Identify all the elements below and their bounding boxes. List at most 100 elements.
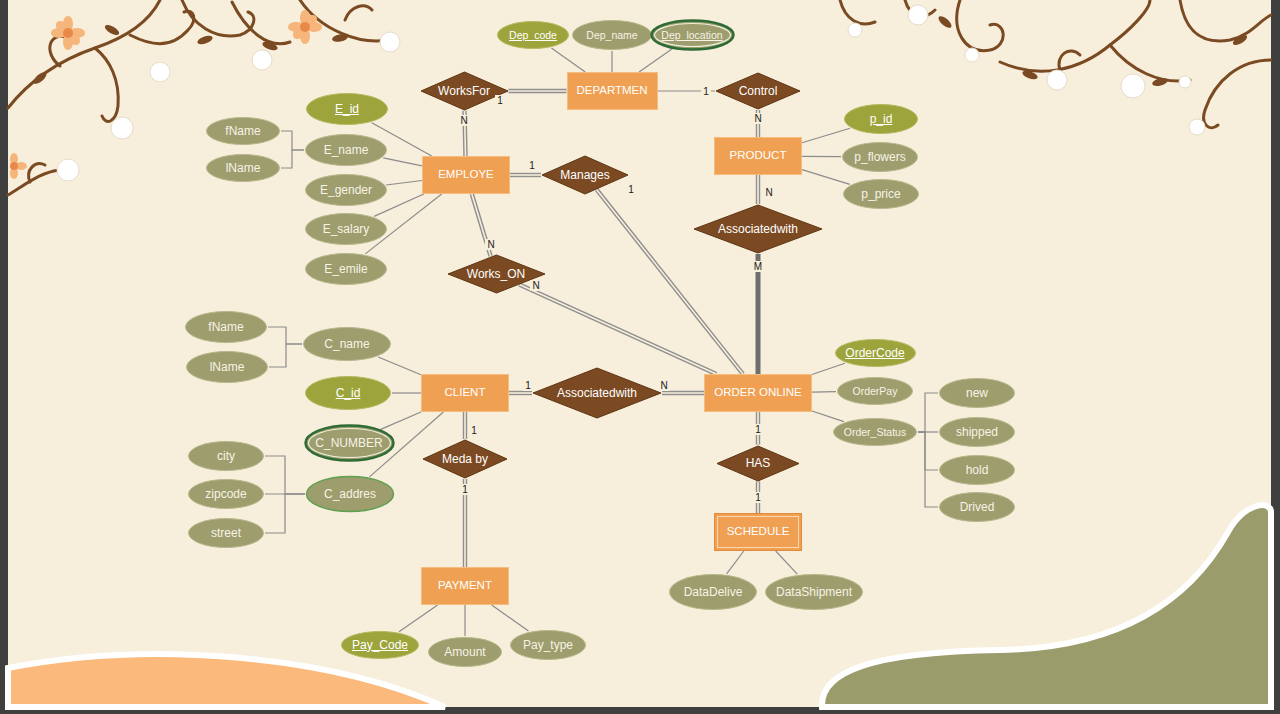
node-label: E_gender — [320, 183, 372, 197]
ellipse-outline — [306, 377, 391, 410]
attribute-ellipse: Drived — [938, 491, 1016, 523]
cardinality-label: N — [752, 113, 763, 124]
connector-line — [281, 150, 304, 168]
attribute-ellipse: DataDelive — [668, 573, 758, 611]
node-label: C_NUMBER — [315, 436, 382, 450]
ellipse-outline — [511, 631, 586, 660]
ellipse-outline — [835, 340, 915, 367]
ellipse-outline — [189, 442, 264, 471]
connector — [812, 391, 836, 392]
node-label: SCHEDULE — [727, 525, 790, 539]
connector — [492, 605, 529, 631]
cardinality-label: N — [485, 239, 496, 250]
node-label: E_salary — [323, 222, 370, 236]
connector — [269, 344, 302, 367]
diamond-outline — [716, 73, 800, 109]
cardinality-label: M — [752, 261, 764, 272]
node-label: shipped — [956, 425, 998, 439]
connector — [727, 551, 744, 574]
ellipse-outline — [844, 180, 919, 209]
connector-line — [727, 551, 744, 574]
key-attribute-ellipse: E_id — [305, 92, 389, 126]
ellipse-outline — [306, 175, 387, 206]
multivalued-attribute-ellipse: Dep_location — [650, 19, 735, 51]
attribute-ellipse: city — [187, 440, 265, 472]
node-label: street — [211, 526, 241, 540]
cardinality-label: 1 — [523, 380, 533, 391]
flower — [51, 16, 85, 50]
connector-line — [519, 285, 716, 374]
connector-line — [399, 605, 438, 632]
ellipse-inner-outline — [654, 24, 730, 47]
attribute-ellipse: new — [938, 377, 1016, 409]
connector — [812, 363, 845, 374]
ellipse-outline — [834, 419, 917, 446]
node-label: Works_ON — [467, 267, 525, 281]
key-attribute-ellipse: Dep_code — [496, 20, 570, 50]
node-label: Order_Status — [844, 426, 906, 439]
connector — [802, 156, 841, 157]
attribute-ellipse: Pay_type — [509, 629, 587, 661]
connector — [465, 412, 466, 439]
node-label: Meda by — [442, 452, 488, 466]
node-label: C_name — [324, 337, 369, 351]
cardinality-label: 1 — [701, 86, 711, 97]
ellipse-outline — [207, 118, 280, 145]
ellipse-outline — [304, 328, 391, 361]
connector-line — [492, 605, 529, 631]
key-attribute-ellipse: p_id — [843, 103, 919, 135]
node-label: DataDelive — [684, 585, 743, 599]
attribute-ellipse: fName — [184, 310, 268, 344]
connector-line — [509, 391, 532, 395]
attribute-ellipse: lName — [185, 350, 269, 384]
box-inner-outline — [718, 517, 799, 548]
node-label: Drived — [960, 500, 995, 514]
connector-line — [265, 456, 305, 494]
node-label: Associatedwith — [557, 386, 637, 400]
ellipse-outline — [670, 575, 757, 610]
cardinality-label: 1 — [753, 492, 763, 503]
ellipse-outline — [306, 214, 387, 245]
entity-box: CLIENT — [421, 374, 509, 412]
connector-line — [662, 391, 704, 395]
connector-line — [383, 158, 422, 166]
ellipse-outline — [940, 493, 1015, 522]
connector — [281, 150, 304, 168]
connector-line — [269, 344, 302, 367]
box-outline — [567, 73, 657, 110]
connector — [399, 605, 438, 632]
attribute-ellipse: lName — [205, 153, 281, 183]
node-label: Pay_type — [523, 638, 573, 652]
attribute-ellipse: OrderPay — [836, 376, 914, 406]
attribute-ellipse: street — [187, 517, 265, 549]
connector-gap — [662, 392, 704, 394]
box-outline — [715, 514, 802, 551]
box-outline — [422, 375, 509, 412]
node-label: Dep_code — [509, 29, 557, 42]
connector — [386, 181, 422, 186]
flower — [288, 10, 322, 44]
ellipse-outline — [573, 21, 652, 50]
attribute-ellipse: E_emile — [304, 252, 388, 286]
cardinality-label: N — [530, 280, 541, 291]
connector — [597, 190, 743, 374]
node-label: Associatedwith — [718, 222, 798, 236]
ellipse-outline — [189, 519, 264, 548]
relationship-diamond: Associatedwith — [693, 204, 823, 254]
connector — [381, 412, 421, 429]
node-label: p_flowers — [854, 150, 905, 164]
ellipse-outline — [838, 378, 913, 405]
attribute-ellipse: p_price — [842, 178, 920, 210]
entity-box: EMPLOYE — [422, 156, 510, 194]
connector-line — [463, 412, 467, 439]
ellipse-outline — [305, 426, 393, 461]
node-label: lName — [210, 360, 245, 374]
node-label: C_addres — [324, 487, 376, 501]
connector — [918, 432, 938, 470]
connector-line — [381, 412, 421, 429]
relationship-diamond: Meda by — [422, 439, 508, 479]
cardinality-label: 1 — [469, 425, 479, 436]
connector-gap — [757, 175, 759, 204]
connector-line — [802, 170, 850, 185]
diamond-outline — [423, 440, 507, 478]
